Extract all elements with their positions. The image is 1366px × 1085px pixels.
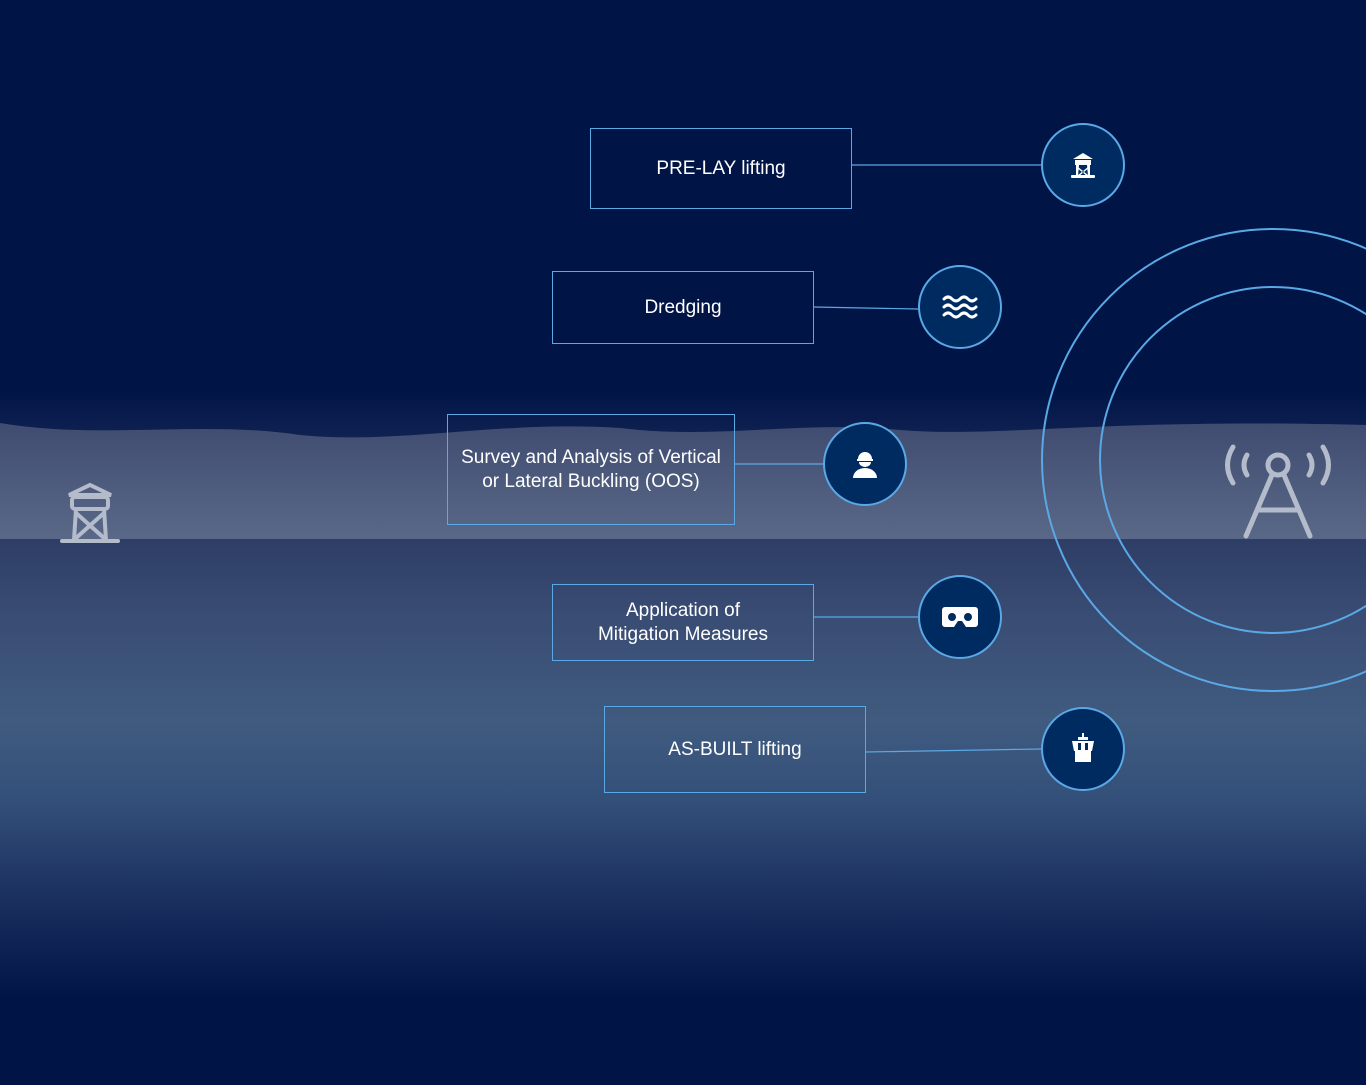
step-box-dredging: Dredging	[552, 271, 814, 344]
control-tower-icon	[1041, 707, 1125, 791]
watchtower-icon	[60, 482, 120, 543]
worker-hardhat-icon	[823, 422, 907, 506]
step-label: Survey and Analysis of Vertical or Later…	[461, 446, 721, 492]
step-box-pre-lay: PRE-LAY lifting	[590, 128, 852, 209]
step-box-as-built: AS-BUILT lifting	[604, 706, 866, 793]
vr-goggles-icon	[918, 575, 1002, 659]
step-box-survey: Survey and Analysis of Vertical or Later…	[447, 414, 735, 525]
step-label: PRE-LAY lifting	[656, 157, 786, 179]
radio-tower-icon	[1225, 444, 1331, 539]
step-box-mitigation: Application of Mitigation Measures	[552, 584, 814, 661]
step-label: AS-BUILT lifting	[668, 738, 802, 760]
step-label: Dredging	[644, 296, 722, 318]
signal-rings	[1041, 228, 1366, 692]
connector-lines	[734, 164, 1042, 753]
water-waves-icon	[918, 265, 1002, 349]
watchtower-icon	[1041, 123, 1125, 207]
sea-surface-band	[0, 423, 1366, 539]
step-label: Application of Mitigation Measures	[597, 599, 769, 645]
